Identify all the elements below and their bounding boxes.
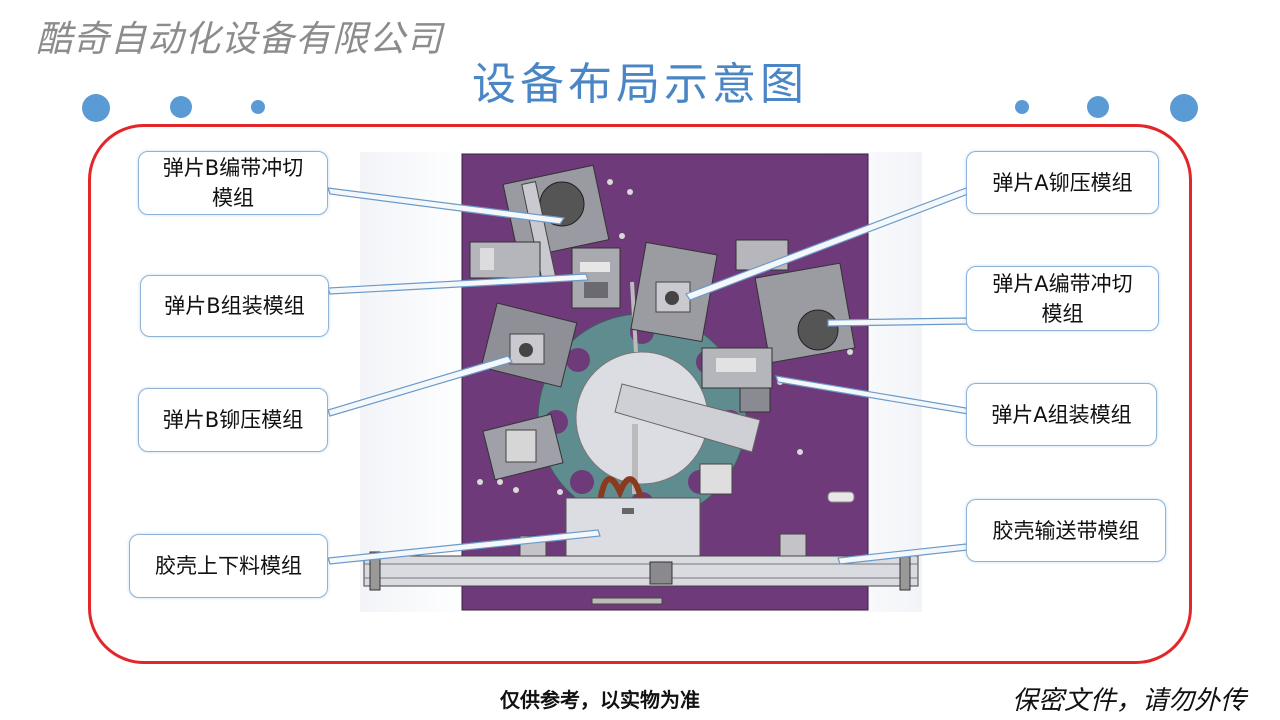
label-b-rivet: 弹片B铆压模组 xyxy=(138,388,328,452)
decor-dot xyxy=(251,100,265,114)
decor-dot xyxy=(1170,94,1198,122)
rotary-arm xyxy=(614,383,761,453)
equipment-drawing xyxy=(363,153,919,611)
disclaimer-note: 仅供参考，以实物为准 xyxy=(500,688,700,712)
module-a-rivet xyxy=(630,241,718,343)
confidential-note: 保密文件，请勿外传 xyxy=(1012,686,1247,716)
module-a-assembly xyxy=(701,347,773,413)
label-b-assembly: 弹片B组装模组 xyxy=(140,275,329,337)
module-shell-conveyor xyxy=(363,533,919,605)
label-a-rivet: 弹片A铆压模组 xyxy=(966,151,1159,214)
layout-frame xyxy=(88,124,1192,664)
decor-dot xyxy=(1015,100,1029,114)
decor-dot xyxy=(1087,96,1109,118)
module-lower-left xyxy=(482,413,564,481)
label-a-tape-cut: 弹片A编带冲切 模组 xyxy=(966,266,1159,331)
label-shell-load: 胶壳上下料模组 xyxy=(129,534,328,598)
module-b-tape-cut xyxy=(469,164,610,283)
label-a-assembly: 弹片A组装模组 xyxy=(966,383,1157,446)
equipment-diagram xyxy=(360,152,922,612)
decor-dot xyxy=(170,96,192,118)
module-b-rivet xyxy=(480,302,578,388)
label-shell-conveyor: 胶壳输送带模组 xyxy=(966,499,1166,562)
company-name: 酷奇自动化设备有限公司 xyxy=(36,19,444,60)
decor-dot xyxy=(82,94,110,122)
page-title: 设备布局示意图 xyxy=(472,59,808,110)
label-b-tape-cut: 弹片B编带冲切 模组 xyxy=(138,151,328,215)
